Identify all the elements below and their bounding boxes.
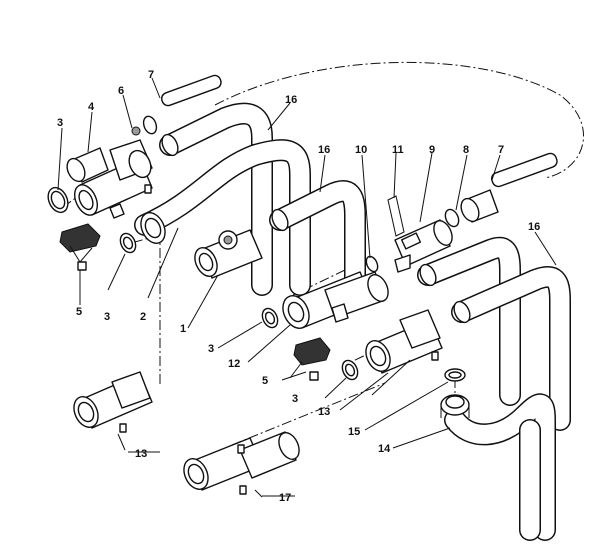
label-9: 9 xyxy=(429,144,435,156)
label-15: 15 xyxy=(348,426,360,438)
label-14: 14 xyxy=(378,443,391,455)
label-underlines xyxy=(128,451,295,497)
o-ring-10 xyxy=(365,255,379,273)
fitting-9 xyxy=(394,219,453,273)
label-6: 6 xyxy=(118,85,124,97)
label-17: 17 xyxy=(279,492,291,504)
pipe-16-back xyxy=(159,102,273,296)
nut-2 xyxy=(140,212,166,244)
label-8: 8 xyxy=(463,144,469,156)
label-10: 10 xyxy=(355,144,367,156)
label-4: 4 xyxy=(88,101,95,113)
label-3-left: 3 xyxy=(104,311,110,323)
gauge-7-right xyxy=(460,152,558,223)
pipe-16-center xyxy=(269,180,366,296)
clip-11 xyxy=(387,195,405,237)
label-2: 2 xyxy=(140,311,146,323)
o-ring-3-upper-left xyxy=(47,186,69,214)
label-1: 1 xyxy=(180,323,186,335)
tee-fitting-4 xyxy=(66,147,109,183)
label-3-upper-left: 3 xyxy=(57,117,63,129)
label-13-lower-left: 13 xyxy=(135,448,147,460)
label-3-center: 3 xyxy=(208,343,214,355)
valve-body-17 xyxy=(183,431,300,495)
pipe-16-middle xyxy=(134,139,311,296)
handle-5-upper-left xyxy=(59,223,101,271)
handle-5-center xyxy=(293,337,331,381)
valve-body-13-center xyxy=(365,309,443,374)
label-5-center: 5 xyxy=(262,375,268,387)
label-16-right: 16 xyxy=(528,221,540,233)
label-7-left: 7 xyxy=(148,69,154,81)
pipe-14-bend xyxy=(444,393,556,541)
label-16-top: 16 xyxy=(285,94,297,106)
part-labels: 7 6 4 3 16 16 10 11 9 8 7 16 5 3 2 1 3 1… xyxy=(57,69,540,504)
label-12: 12 xyxy=(228,358,240,370)
gauge-7-left xyxy=(131,74,222,136)
washer-3-left xyxy=(119,232,137,254)
pipe-16-right-top xyxy=(417,236,521,406)
valve-body-upper-left xyxy=(73,139,153,219)
label-16-center: 16 xyxy=(318,144,330,156)
label-3-lower: 3 xyxy=(292,393,298,405)
label-13-center: 13 xyxy=(318,406,330,418)
valve-body-center xyxy=(282,271,389,329)
union-nut-14 xyxy=(440,394,470,418)
o-ring-3-center xyxy=(261,307,279,329)
pipe-16-right-front xyxy=(451,266,571,431)
label-7-right: 7 xyxy=(498,144,504,156)
o-ring-8 xyxy=(444,208,460,228)
leader-lines xyxy=(57,77,557,498)
valve-body-13-lower-left xyxy=(73,371,153,433)
label-11: 11 xyxy=(392,144,404,156)
ball-valve-1 xyxy=(194,229,263,279)
label-5-left: 5 xyxy=(76,306,82,318)
washer-15 xyxy=(444,368,466,382)
washer-3-center xyxy=(341,359,359,381)
